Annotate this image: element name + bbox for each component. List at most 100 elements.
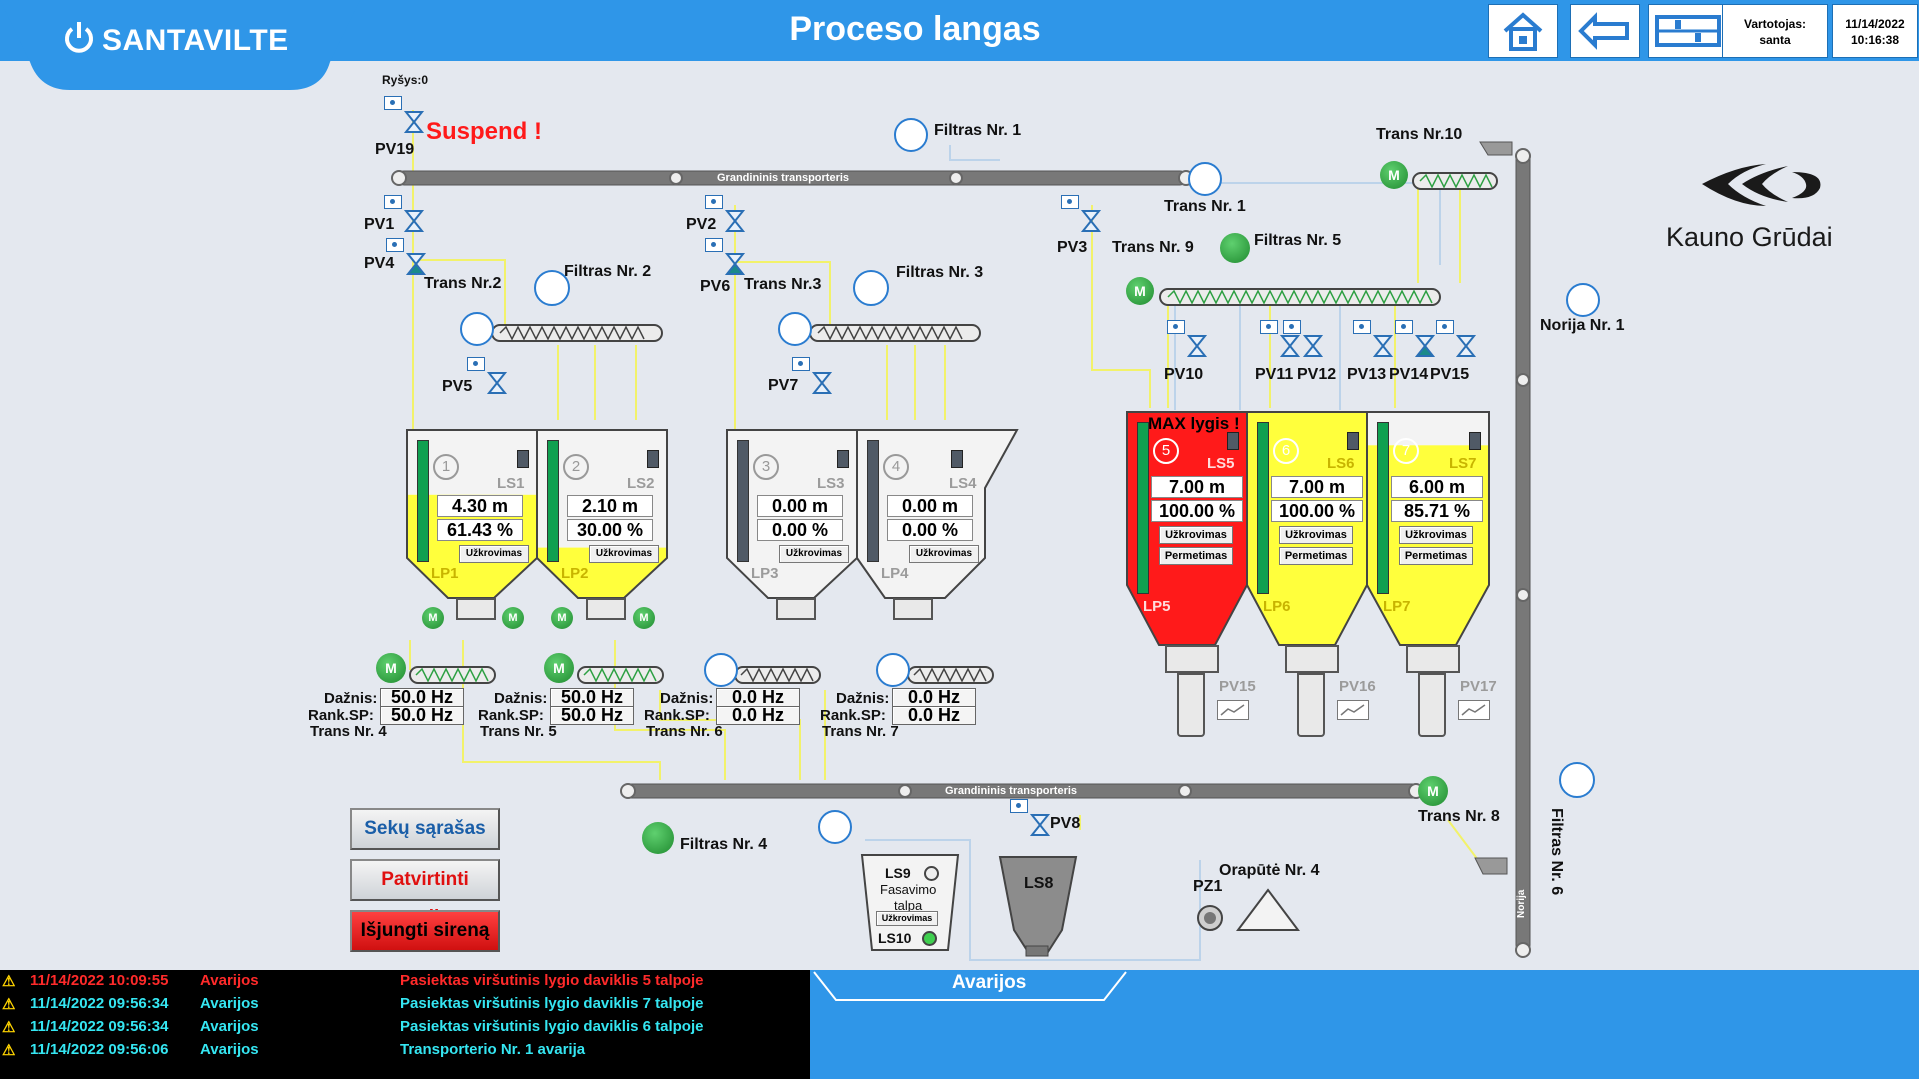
tank-1-sensor-indicator <box>517 450 529 468</box>
valve-pv8-status-icon[interactable] <box>1010 799 1028 813</box>
brand-panel <box>0 0 360 90</box>
drive-6-setpoint-label: Rank.SP: <box>644 707 710 724</box>
valve-pv3-icon[interactable] <box>1080 209 1102 233</box>
tank-2-outlet <box>586 598 626 620</box>
motor-lp1-right[interactable]: M <box>502 607 524 629</box>
tank-1-height-value: 4.30 m <box>437 495 523 517</box>
valve-pv3-status-icon[interactable] <box>1061 195 1079 209</box>
valve-pv14-icon[interactable] <box>1414 334 1436 358</box>
tank-5-trend-icon[interactable] <box>1217 700 1249 720</box>
ls10-indicator <box>922 931 937 946</box>
valve-pv2-status-icon[interactable] <box>705 195 723 209</box>
back-button[interactable] <box>1570 4 1640 58</box>
label-pv5: PV5 <box>442 378 473 395</box>
motor-trans9[interactable]: M <box>1126 277 1154 305</box>
settings-panel-button[interactable] <box>1648 4 1728 58</box>
tank-5-lp-label: LP5 <box>1143 598 1171 615</box>
tank-7-trend-icon[interactable] <box>1458 700 1490 720</box>
valve-pv12-icon[interactable] <box>1302 334 1324 358</box>
valve-pv1-icon[interactable] <box>403 209 425 233</box>
valve-pv12-status-icon[interactable] <box>1283 320 1301 334</box>
filtras3-fan-icon[interactable] <box>853 270 889 306</box>
sequences-list-button[interactable]: Sekų sąrašas <box>350 808 500 850</box>
tank-5-percent-value: 100.00 % <box>1151 500 1243 522</box>
valve-pv5-status-icon[interactable] <box>467 357 485 371</box>
filtras6-fan-icon[interactable] <box>1559 762 1595 798</box>
valve-pv7-status-icon[interactable] <box>792 357 810 371</box>
trans6-motor-icon[interactable] <box>704 653 738 687</box>
drive-4-setpoint-value[interactable]: 50.0 Hz <box>380 706 464 725</box>
drive-7-freq-label: Dažnis: <box>836 690 890 707</box>
home-button[interactable] <box>1488 4 1558 58</box>
valve-pv19-icon[interactable] <box>403 110 425 134</box>
drive-6-setpoint-value[interactable]: 0.0 Hz <box>716 706 800 725</box>
ls9-load-button[interactable]: Užkrovimas <box>876 911 938 926</box>
label-norija1: Norija Nr. 1 <box>1540 317 1625 334</box>
tank-5-load-button[interactable]: Užkrovimas <box>1159 526 1233 544</box>
alarm-tab-shape <box>813 971 1127 1001</box>
trans7-motor-icon[interactable] <box>876 653 910 687</box>
valve-pv13-icon[interactable] <box>1372 334 1394 358</box>
drive-7-setpoint-value[interactable]: 0.0 Hz <box>892 706 976 725</box>
motor-lp1-left[interactable]: M <box>422 607 444 629</box>
filtras1-fan-icon[interactable] <box>894 118 928 152</box>
valve-pv7-icon[interactable] <box>811 371 833 395</box>
tank-4-load-button[interactable]: Užkrovimas <box>909 545 979 563</box>
valve-pv2-icon[interactable] <box>724 209 746 233</box>
filtras5-fan-icon[interactable] <box>1220 233 1250 263</box>
tank-4-height-value: 0.00 m <box>887 495 973 517</box>
valve-pv6-status-icon[interactable] <box>705 238 723 252</box>
norija-motor-icon[interactable] <box>1566 283 1600 317</box>
motor-lp2-left[interactable]: M <box>551 607 573 629</box>
valve-pv15-icon[interactable] <box>1455 334 1477 358</box>
tank-6-load-button[interactable]: Užkrovimas <box>1279 526 1353 544</box>
tank-3-load-button[interactable]: Užkrovimas <box>779 545 849 563</box>
trans3-motor-icon[interactable] <box>778 312 812 346</box>
valve-pv1-status-icon[interactable] <box>384 195 402 209</box>
motor-trans8[interactable]: M <box>1418 776 1448 806</box>
valve-pv19-status-icon[interactable] <box>384 96 402 110</box>
trans1-motor-icon[interactable] <box>1188 162 1222 196</box>
label-pv17: PV17 <box>1460 678 1497 695</box>
tank-7-transfer-button[interactable]: Permetimas <box>1399 547 1473 565</box>
tank-6-transfer-button[interactable]: Permetimas <box>1279 547 1353 565</box>
tank-7-load-button[interactable]: Užkrovimas <box>1399 526 1473 544</box>
lower-filter-fan-icon[interactable] <box>818 810 852 844</box>
confirm-alarms-button[interactable]: Patvirtinti avarijas <box>350 859 500 928</box>
valve-pv5-icon[interactable] <box>486 371 508 395</box>
valve-pv13-status-icon[interactable] <box>1353 320 1371 334</box>
motor-trans10[interactable]: M <box>1380 161 1408 189</box>
valve-pv8-icon[interactable] <box>1029 813 1051 837</box>
filtras4-fan-icon[interactable] <box>642 822 674 854</box>
motor-trans4[interactable]: M <box>376 653 406 683</box>
valve-pv4-status-icon[interactable] <box>386 238 404 252</box>
valve-pv4-icon[interactable] <box>405 252 427 276</box>
motor-lp2-right[interactable]: M <box>633 607 655 629</box>
trans2-motor-icon[interactable] <box>460 312 494 346</box>
tank-2-load-button[interactable]: Užkrovimas <box>589 545 659 563</box>
tank-5-transfer-button[interactable]: Permetimas <box>1159 547 1233 565</box>
motor-trans5[interactable]: M <box>544 653 574 683</box>
tank-1-load-button[interactable]: Užkrovimas <box>459 545 529 563</box>
drive-5-setpoint-value[interactable]: 50.0 Hz <box>550 706 634 725</box>
label-filtras3: Filtras Nr. 3 <box>896 264 984 281</box>
label-pv4: PV4 <box>364 255 395 272</box>
filtras2-fan-icon[interactable] <box>534 270 570 306</box>
valve-pv14-status-icon[interactable] <box>1395 320 1413 334</box>
valve-pv11-status-icon[interactable] <box>1260 320 1278 334</box>
valve-pv15-status-icon[interactable] <box>1436 320 1454 334</box>
power-logo-icon <box>65 22 93 53</box>
siren-off-button[interactable]: Išjungti sireną <box>350 910 500 952</box>
alarm-tab-label[interactable]: Avarijos <box>952 972 1027 993</box>
tank-6-trend-icon[interactable] <box>1337 700 1369 720</box>
valve-pv10-status-icon[interactable] <box>1167 320 1185 334</box>
valve-pv10-icon[interactable] <box>1186 334 1208 358</box>
drive-6-freq-label: Dažnis: <box>660 690 714 707</box>
user-info: Vartotojas: santa <box>1722 4 1828 58</box>
valve-pv6-icon[interactable] <box>724 252 746 276</box>
valve-pv11-icon[interactable] <box>1279 334 1301 358</box>
